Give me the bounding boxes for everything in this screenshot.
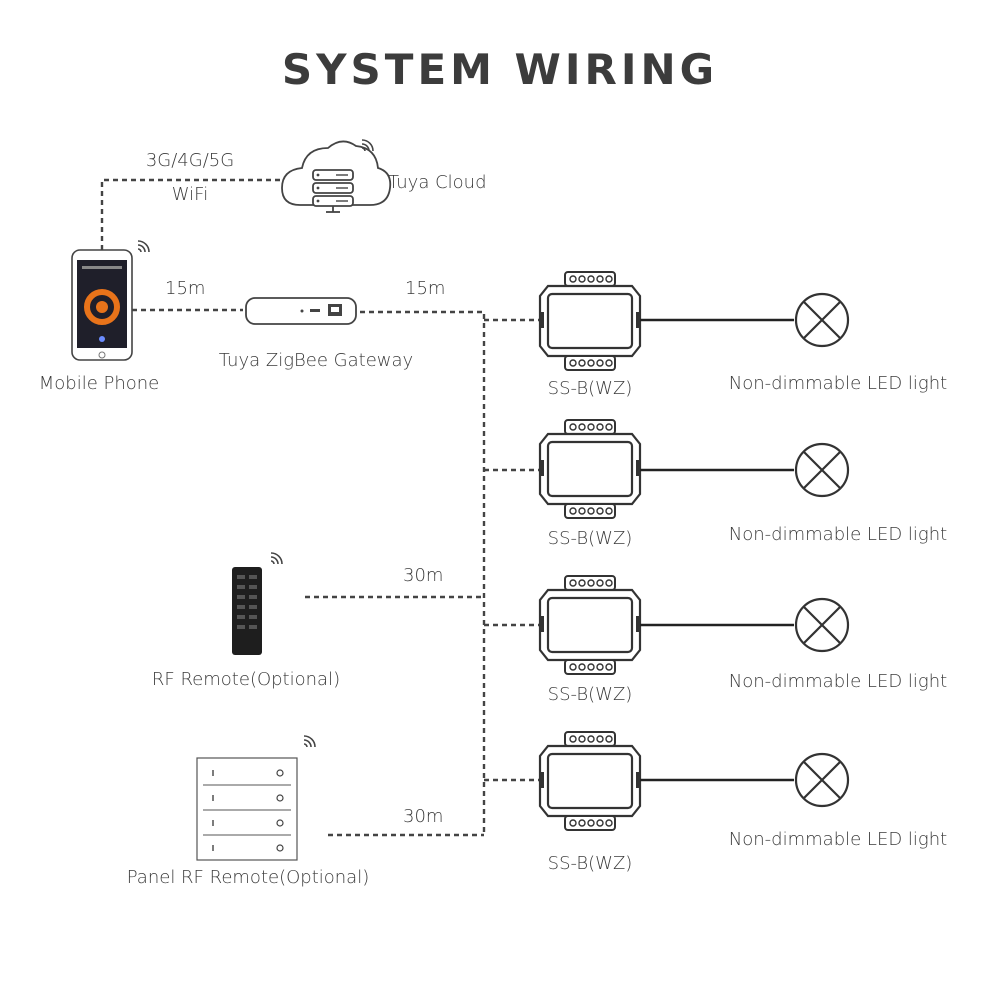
- distance-rf-remote: 30m: [403, 565, 444, 586]
- phone-cloud-link: [100, 178, 285, 250]
- distance-gateway-controllers: 15m: [405, 278, 446, 299]
- gateway-label: Tuya ZigBee Gateway: [218, 350, 414, 371]
- light-label: Non-dimmable LED light: [728, 373, 948, 394]
- controller-2: [538, 418, 850, 520]
- cloud-label: Tuya Cloud: [388, 172, 487, 193]
- controller-3: [538, 574, 850, 676]
- zigbee-bus: [360, 310, 486, 835]
- gateway-icon: [245, 297, 357, 325]
- controller-icon: [538, 270, 642, 372]
- lamp-icon: [794, 597, 850, 653]
- diagram-title: SYSTEM WIRING: [281, 45, 719, 94]
- network-label-line1: 3G/4G/5G: [145, 150, 235, 171]
- controller-icon: [538, 730, 642, 832]
- controller-icon: [538, 574, 642, 676]
- rf-remote-signal-icon: [270, 552, 283, 565]
- distance-phone-gateway: 15m: [165, 278, 206, 299]
- light-label: Non-dimmable LED light: [728, 671, 948, 692]
- lamp-icon: [794, 442, 850, 498]
- controller-4: [538, 730, 850, 832]
- smartphone-icon: [71, 249, 133, 361]
- controller-1: [538, 270, 850, 372]
- lamp-icon: [794, 292, 850, 348]
- controller-label: SS-B(WZ): [547, 684, 633, 705]
- lamp-icon: [794, 752, 850, 808]
- rf-remote-label: RF Remote(Optional): [151, 669, 341, 690]
- light-label: Non-dimmable LED light: [728, 524, 948, 545]
- cloud-server-icon: [281, 140, 392, 213]
- panel-remote-signal-icon: [303, 735, 316, 748]
- controller-icon: [538, 418, 642, 520]
- network-label-line2: WiFi: [171, 184, 209, 205]
- controller-label: SS-B(WZ): [547, 528, 633, 549]
- wireless-links: [100, 178, 540, 837]
- distance-panel-remote: 30m: [403, 806, 444, 827]
- panel-remote-label: Panel RF Remote(Optional): [126, 867, 370, 888]
- panel-remote-icon: [196, 757, 298, 861]
- phone-label: Mobile Phone: [38, 373, 160, 394]
- phone-signal-icon: [137, 240, 150, 253]
- light-label: Non-dimmable LED light: [728, 829, 948, 850]
- controller-label: SS-B(WZ): [547, 853, 633, 874]
- rf-remote-icon: [232, 567, 262, 655]
- controller-label: SS-B(WZ): [547, 378, 633, 399]
